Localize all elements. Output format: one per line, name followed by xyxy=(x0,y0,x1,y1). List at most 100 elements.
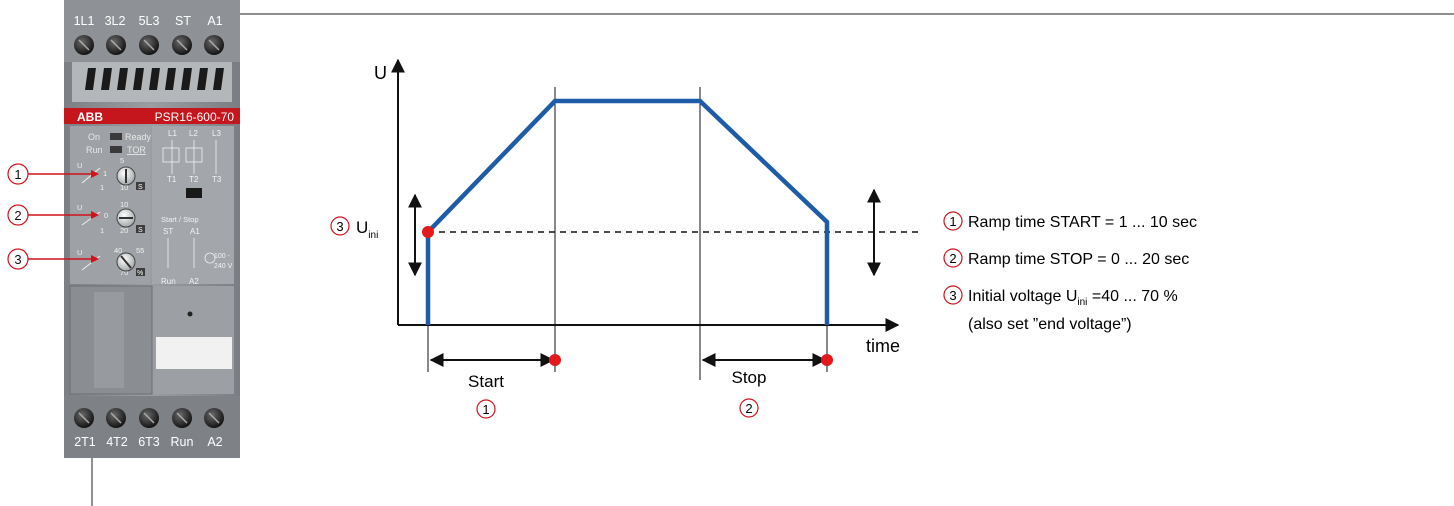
stop-end-dot xyxy=(821,354,833,366)
schematic-panel xyxy=(152,126,234,284)
model-label: PSR16-600-70 xyxy=(155,110,235,124)
svg-text:5: 5 xyxy=(120,156,124,165)
legend-item-2: 2 Ramp time STOP = 0 ... 20 sec xyxy=(943,248,1189,268)
wiring-schematic: L1 L2 L3 T1 T2 T3 Start / Stop ST A1 100… xyxy=(161,129,233,286)
svg-text:S: S xyxy=(138,184,143,191)
svg-text:Start / Stop: Start / Stop xyxy=(161,215,199,224)
legend-text-line2: (also set ”end voltage”) xyxy=(968,316,1132,333)
led-label-tor: TOR xyxy=(127,145,146,155)
bottom-terminal-labels: 2T1 4T2 6T3 Run A2 xyxy=(74,435,222,449)
brand-logo: ABB xyxy=(77,110,103,124)
device-callouts: 1 2 3 xyxy=(7,163,99,270)
legend-text: Ramp time STOP = 0 ... 20 sec xyxy=(968,251,1189,268)
callout-circle xyxy=(7,248,29,270)
top-terminal-labels: 1L1 3L2 5L3 ST A1 xyxy=(74,14,223,28)
legend-text: Initial voltage Uini =40 ... 70 % xyxy=(968,288,1178,308)
svg-text:240 V: 240 V xyxy=(214,263,233,270)
svg-text:T2: T2 xyxy=(189,175,199,184)
bottom-screws xyxy=(74,408,224,428)
soft-starter-device: 1L1 3L2 5L3 ST A1 xyxy=(64,0,240,458)
led-on xyxy=(110,133,122,140)
callout-number: 3 xyxy=(336,219,343,234)
led-run xyxy=(110,146,122,153)
stop-marker-number: 2 xyxy=(745,401,752,416)
status-leds: On Ready Run TOR xyxy=(86,132,152,155)
callout-2: 2 xyxy=(7,204,99,226)
led-label-run: Run xyxy=(86,145,103,155)
svg-text:U: U xyxy=(77,203,82,212)
voltage-ramp-curve xyxy=(425,98,830,325)
svg-text:1: 1 xyxy=(100,226,104,235)
svg-text:40: 40 xyxy=(114,246,122,255)
indicator-window xyxy=(186,188,202,198)
start-end-dot xyxy=(549,354,561,366)
uini-label: 3 Uini xyxy=(330,216,378,241)
svg-text:10: 10 xyxy=(120,200,128,209)
led-label-ready: Ready xyxy=(125,132,152,142)
callout-number: 3 xyxy=(14,252,21,267)
terminal-6t3: 6T3 xyxy=(138,435,160,449)
svg-text:T1: T1 xyxy=(167,175,177,184)
svg-text:L3: L3 xyxy=(212,129,221,138)
terminal-2t1: 2T1 xyxy=(74,435,96,449)
svg-text:0: 0 xyxy=(104,211,108,220)
svg-text:T3: T3 xyxy=(212,175,222,184)
callout-circle xyxy=(7,204,29,226)
terminal-5l3: 5L3 xyxy=(139,14,160,28)
svg-text:A1: A1 xyxy=(190,227,200,236)
svg-text:L2: L2 xyxy=(189,129,198,138)
svg-text:U: U xyxy=(77,248,82,257)
svg-text:10: 10 xyxy=(120,183,128,192)
callout-3: 3 xyxy=(7,248,99,270)
terminal-3l2: 3L2 xyxy=(105,14,126,28)
callout-circle xyxy=(943,248,963,268)
callout-circle xyxy=(739,398,759,418)
callout-circle xyxy=(330,216,350,236)
svg-text:%: % xyxy=(137,270,143,277)
callout-number: 1 xyxy=(14,167,21,182)
legend-marker: 2 xyxy=(949,251,956,266)
legend-item-1: 1 Ramp time START = 1 ... 10 sec xyxy=(943,211,1197,231)
callout-circle xyxy=(7,163,29,185)
svg-text:70: 70 xyxy=(120,268,128,277)
callout-number: 2 xyxy=(14,208,21,223)
brand-band xyxy=(64,108,240,124)
pot-start-ramp[interactable]: U 5 1 1 10 S xyxy=(77,156,145,192)
terminal-1l1: 1L1 xyxy=(74,14,95,28)
cover-door-inner xyxy=(94,292,124,388)
legend-marker: 3 xyxy=(949,288,956,303)
svg-text:A2: A2 xyxy=(189,277,199,286)
terminal-a1: A1 xyxy=(207,14,222,28)
legend-text: Ramp time START = 1 ... 10 sec xyxy=(968,214,1197,231)
svg-text:100 -: 100 - xyxy=(214,253,231,260)
start-label: Start xyxy=(468,372,504,391)
callout-circle xyxy=(943,211,963,231)
ramp-diagram: U time 3 Uini Start 1 Stop xyxy=(330,58,918,419)
top-screws xyxy=(74,35,224,55)
svg-text:U: U xyxy=(77,161,82,170)
led-label-on: On xyxy=(88,132,100,142)
terminal-a2: A2 xyxy=(207,435,222,449)
legend-marker: 1 xyxy=(949,214,956,229)
callout-circle xyxy=(476,399,496,419)
vent-slots xyxy=(85,68,224,90)
terminal-st: ST xyxy=(175,14,191,28)
svg-text:ST: ST xyxy=(163,227,173,236)
callout-1: 1 xyxy=(7,163,99,185)
stop-label: Stop xyxy=(732,368,767,387)
terminal-4t2: 4T2 xyxy=(106,435,128,449)
svg-text:55: 55 xyxy=(136,246,144,255)
label-slot xyxy=(156,337,232,369)
svg-text:L1: L1 xyxy=(168,129,177,138)
terminal-run: Run xyxy=(171,435,194,449)
status-dot xyxy=(187,311,193,317)
svg-text:1: 1 xyxy=(100,183,104,192)
y-axis-label: U xyxy=(374,63,387,83)
uini-dot xyxy=(422,226,434,238)
svg-text:Run: Run xyxy=(161,277,176,286)
legend: 1 Ramp time START = 1 ... 10 sec 2 Ramp … xyxy=(943,211,1197,333)
svg-text:20: 20 xyxy=(120,226,128,235)
start-marker-number: 1 xyxy=(482,402,489,417)
svg-text:1: 1 xyxy=(103,169,107,178)
